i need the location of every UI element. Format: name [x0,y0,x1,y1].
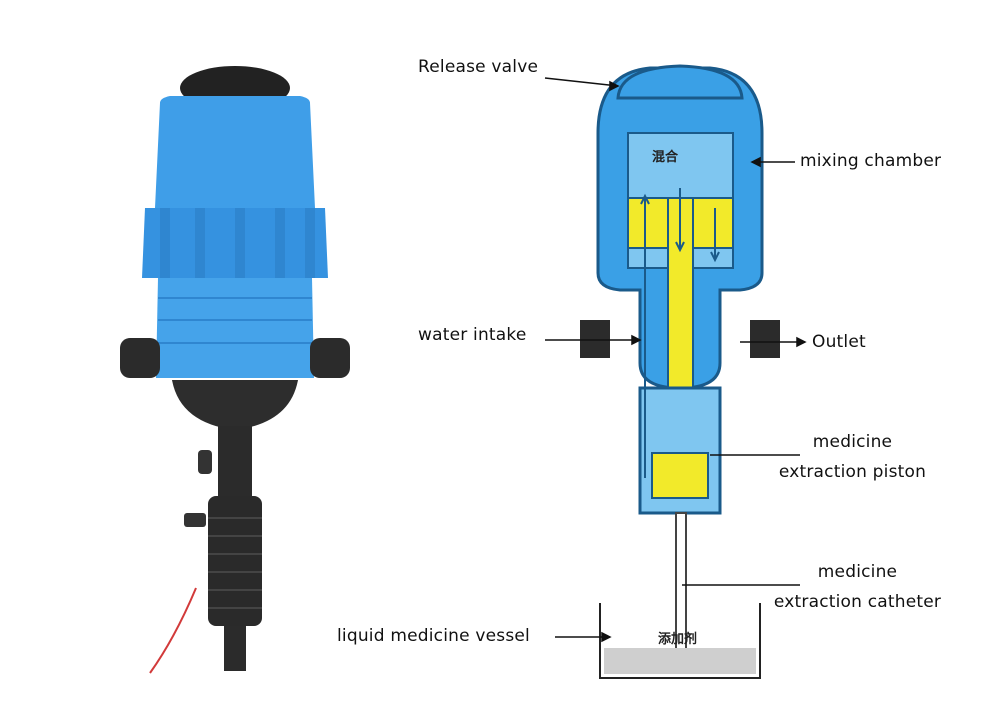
outlet-port [750,320,780,358]
label-catheter-line2: extraction catheter [773,592,942,612]
pump-base [172,380,298,430]
medicine-vessel [599,603,761,679]
red-tag-cord [149,587,197,674]
vessel-mark: 添加剂 [658,631,697,647]
pump-upper-body [155,96,315,208]
label-release-valve: Release valve [418,57,539,77]
label-piston-line2: extraction piston [778,462,927,482]
label-catheter-line1: medicine [817,562,898,582]
vessel-liquid [604,648,756,674]
chamber-mark: 混合 [652,149,679,165]
label-medicine-vessel: liquid medicine vessel [337,626,530,646]
label-mixing-chamber: mixing chamber [800,151,942,171]
pump-schematic: 混合 添加剂 [580,64,780,679]
outlet-connector [310,338,350,378]
label-extraction-piston: medicine extraction piston [770,427,935,487]
label-water-intake: water intake [418,325,527,345]
pump-nozzle [224,626,246,671]
label-extraction-catheter: medicine extraction catheter [760,557,955,617]
label-outlet: Outlet [812,332,866,352]
pump-lower-body [156,278,314,378]
release-valve-dome [616,64,744,100]
dosing-pump-photo [120,66,350,674]
extraction-piston [651,452,709,499]
intake-port [580,320,610,358]
pump-ribbed-tube [208,496,262,626]
pump-stem [218,426,252,496]
inlet-connector [120,338,160,378]
label-piston-line1: medicine [812,432,893,452]
